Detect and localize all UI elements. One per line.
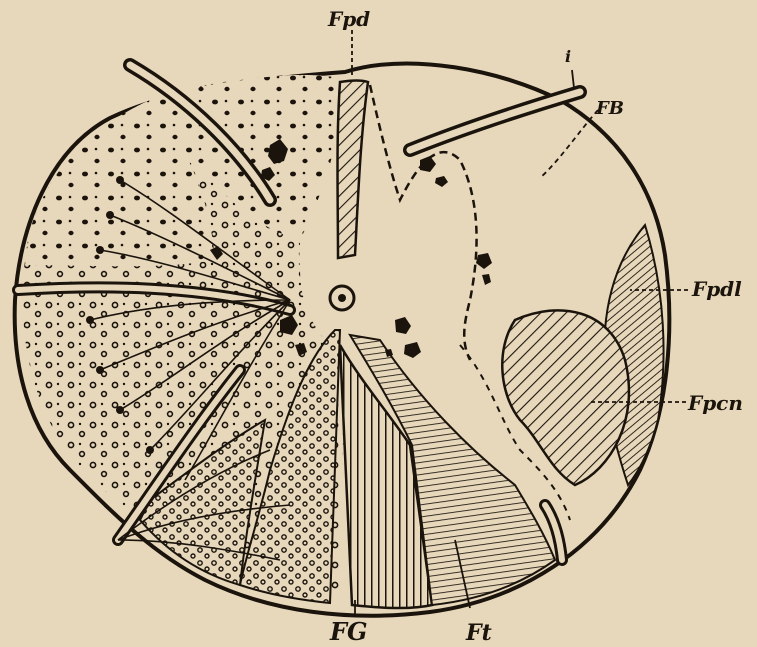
label-fb: FB — [595, 98, 624, 119]
label-i: i — [565, 47, 571, 66]
label-fg: FG — [329, 617, 368, 646]
label-ft: Ft — [465, 620, 492, 646]
central-canal — [330, 286, 354, 310]
label-fpdl: Fpdl — [691, 277, 742, 301]
label-fpcn: Fpcn — [687, 391, 743, 415]
label-fpd-top: Fpd — [327, 7, 370, 31]
